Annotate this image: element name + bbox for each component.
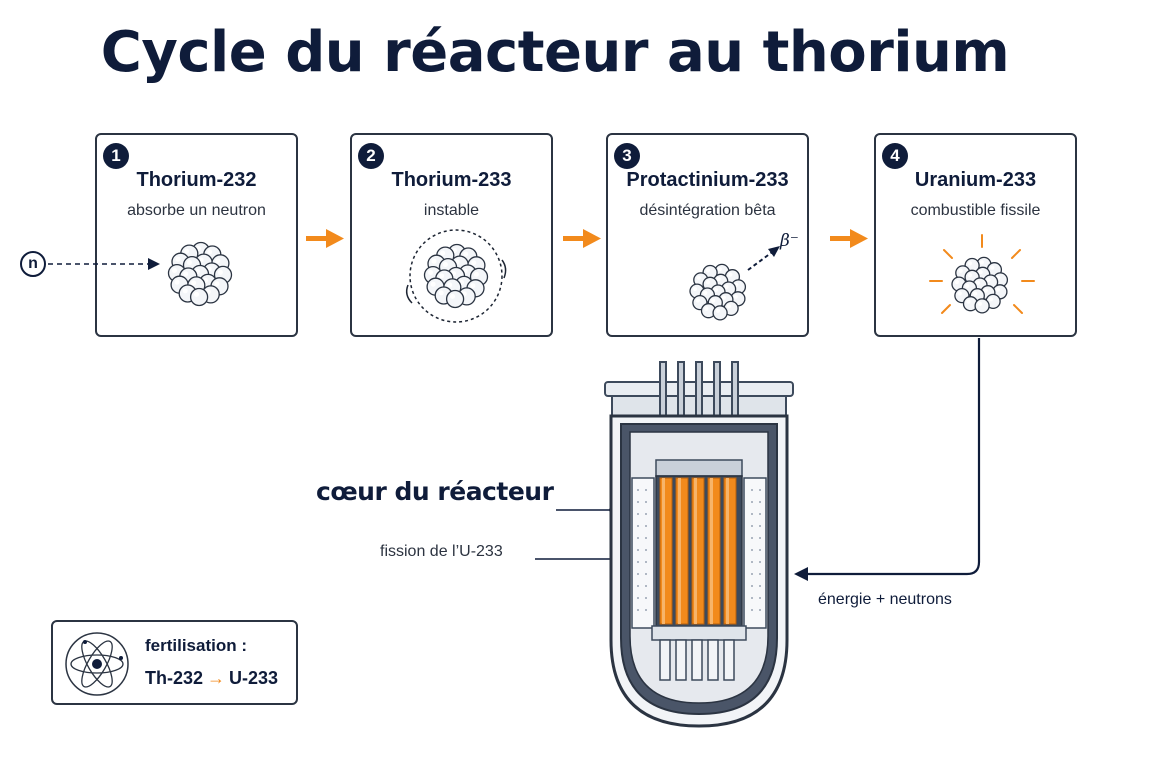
step-description: instable bbox=[423, 202, 480, 219]
nucleon-highlight bbox=[711, 298, 716, 303]
nucleon-highlight bbox=[721, 295, 726, 300]
nucleon-highlight bbox=[438, 290, 444, 296]
nucleon-highlight bbox=[207, 249, 213, 255]
reactor-vessel bbox=[604, 361, 794, 728]
nucleon-highlight bbox=[957, 291, 962, 296]
nucleon-highlight bbox=[978, 270, 983, 275]
reactor-core-label: cœur du réacteur bbox=[316, 477, 554, 506]
neutron-label: n bbox=[20, 251, 46, 277]
nucleon-highlight bbox=[983, 288, 988, 293]
nucleon-highlight bbox=[988, 297, 994, 302]
nucleon-highlight bbox=[696, 275, 701, 280]
nucleon-highlight bbox=[713, 287, 718, 292]
beta-particle-label: β⁻ bbox=[780, 231, 799, 251]
nucleon-highlight bbox=[728, 272, 733, 277]
nucleon-highlight bbox=[450, 293, 455, 299]
nucleon-highlight bbox=[471, 260, 477, 266]
nucleon-highlight bbox=[705, 268, 711, 273]
step-number: 1 bbox=[103, 143, 129, 169]
legend-to: U-233 bbox=[229, 668, 279, 688]
nucleon-highlight bbox=[215, 258, 221, 264]
step-name: Uranium-233 bbox=[914, 169, 1037, 191]
step-description: désintégration bêta bbox=[639, 202, 776, 219]
legend-arrow: → bbox=[207, 668, 226, 688]
step-number: 2 bbox=[358, 143, 384, 169]
legend-title: fertilisation : bbox=[145, 636, 248, 655]
nucleon-highlight bbox=[975, 280, 980, 285]
step-card-protactinium-233: 3 Protactinium-233 désintégration bêta bbox=[606, 133, 809, 337]
nucleon-highlight bbox=[705, 280, 711, 285]
nucleon-highlight bbox=[447, 282, 453, 288]
nucleon-highlight bbox=[214, 281, 220, 287]
nucleon-highlight bbox=[473, 271, 479, 277]
nucleon-highlight bbox=[724, 284, 729, 289]
step-name: Thorium-233 bbox=[391, 169, 512, 191]
nucleon-highlight bbox=[986, 277, 991, 282]
nucleon-highlight bbox=[733, 294, 738, 299]
nucleon-highlight bbox=[186, 260, 192, 265]
nucleon-highlight bbox=[958, 268, 963, 273]
unstable-nucleus-icon bbox=[405, 229, 507, 323]
nucleon-highlight bbox=[175, 256, 181, 262]
nucleon-highlight bbox=[217, 269, 223, 275]
nucleon-highlight bbox=[973, 291, 978, 296]
nucleon-highlight bbox=[715, 308, 721, 313]
nucleon-highlight bbox=[172, 268, 177, 273]
nucleon-highlight bbox=[428, 270, 433, 275]
diagram-title: Cycle du réacteur au thorium bbox=[100, 20, 1010, 85]
step-description: absorbe un neutron bbox=[127, 202, 266, 219]
step-number: 3 bbox=[614, 143, 640, 169]
nucleon-highlight bbox=[967, 261, 973, 266]
nucleon-highlight bbox=[184, 248, 190, 254]
step-card-uranium-233: 4 Uranium-233 combustible fissile bbox=[874, 133, 1077, 337]
legend-conversion: Th-232→U-233 bbox=[145, 668, 278, 689]
fission-label: fission de l’U-233 bbox=[380, 543, 503, 560]
step-number: 4 bbox=[882, 143, 908, 169]
step-name: Protactinium-233 bbox=[626, 169, 789, 191]
step-description: combustible fissile bbox=[910, 202, 1041, 219]
fissile-nucleus-icon bbox=[929, 234, 1035, 314]
nucleon-highlight bbox=[692, 286, 697, 292]
nucleon-highlight bbox=[966, 299, 971, 304]
nucleon-highlight bbox=[470, 283, 476, 289]
atom-icon bbox=[65, 632, 129, 696]
nucleon-highlight bbox=[726, 304, 732, 309]
legend-from: Th-232 bbox=[145, 668, 204, 688]
nucleon-highlight bbox=[995, 287, 1000, 292]
step-arrows bbox=[306, 229, 868, 248]
nucleus-icon bbox=[167, 241, 233, 307]
nucleon-highlight bbox=[990, 265, 995, 270]
nucleon-highlight bbox=[716, 277, 721, 282]
nucleon-highlight bbox=[431, 258, 437, 264]
step-card-thorium-232: 1 Thorium-232 absorbe un neutron bbox=[95, 133, 298, 337]
nucleon-highlight bbox=[183, 271, 189, 277]
nucleon-highlight bbox=[704, 306, 709, 311]
nucleon-highlight bbox=[717, 267, 722, 272]
nucleon-highlight bbox=[174, 279, 180, 285]
nucleon-highlight bbox=[430, 281, 436, 287]
nucleon-highlight bbox=[194, 291, 199, 297]
nucleon-highlight bbox=[965, 283, 970, 288]
energy-output-label: énergie + neutrons bbox=[818, 591, 952, 608]
nucleon-highlight bbox=[439, 273, 445, 279]
step-card-thorium-233: 2 Thorium-233 instable bbox=[350, 133, 553, 337]
fertilization-legend: fertilisation : Th-232→U-233 bbox=[51, 620, 298, 705]
beta-decay-nucleus-icon bbox=[689, 246, 780, 321]
nucleon-highlight bbox=[463, 251, 469, 257]
nucleon-highlight bbox=[977, 301, 983, 306]
step-name: Thorium-232 bbox=[136, 169, 257, 191]
nucleon-highlight bbox=[440, 250, 446, 256]
nucleon-highlight bbox=[954, 279, 959, 285]
nucleon-highlight bbox=[967, 273, 973, 278]
nucleon-highlight bbox=[442, 262, 448, 267]
nucleon-highlight bbox=[979, 260, 984, 265]
nucleon-highlight bbox=[191, 280, 197, 286]
nucleon-highlight bbox=[182, 288, 188, 294]
nucleon-highlight bbox=[703, 290, 708, 295]
nucleon-highlight bbox=[695, 298, 700, 303]
